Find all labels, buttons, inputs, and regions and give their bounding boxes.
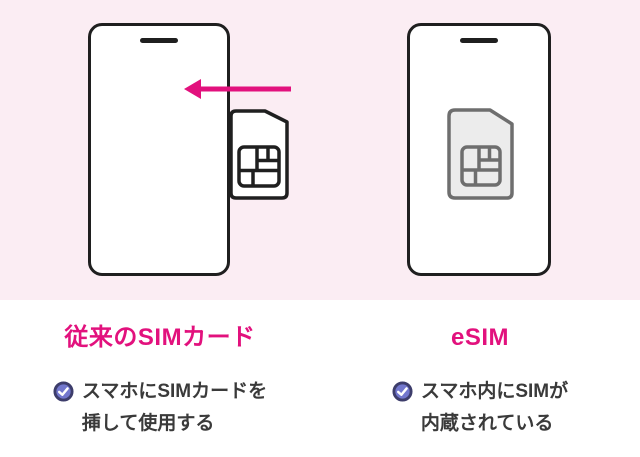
description-line: 内蔵されている <box>420 413 554 434</box>
esim-description-row: スマホ内にSIMが 内蔵されている <box>392 376 568 440</box>
left-arrow-icon <box>184 79 291 99</box>
labels-section: 従来のSIMカード スマホにSIMカードを 挿して使用する eSIM <box>0 300 640 457</box>
check-icon <box>53 381 74 402</box>
description-line: 挿して使用する <box>81 413 215 434</box>
sim-card-icon <box>229 109 289 200</box>
description-line: スマホ内にSIMが <box>420 381 569 402</box>
traditional-sim-description: スマホにSIMカードを 挿して使用する <box>82 376 267 440</box>
esim-title: eSIM <box>450 324 509 351</box>
esim-column: eSIM スマホ内にSIMが 内蔵されている <box>320 300 640 457</box>
traditional-sim-column: 従来のSIMカード スマホにSIMカードを 挿して使用する <box>0 300 320 457</box>
esim-icon <box>447 108 514 200</box>
illustration-panel <box>0 0 640 300</box>
esim-description: スマホ内にSIMが 内蔵されている <box>421 376 568 440</box>
phone-left-outline <box>88 23 230 276</box>
traditional-sim-description-row: スマホにSIMカードを 挿して使用する <box>53 376 267 440</box>
check-icon <box>392 381 413 402</box>
description-line: スマホにSIMカードを <box>81 381 268 402</box>
traditional-sim-title: 従来のSIMカード <box>64 324 256 351</box>
phone-speaker-icon <box>140 38 178 43</box>
phone-speaker-icon <box>460 38 498 43</box>
